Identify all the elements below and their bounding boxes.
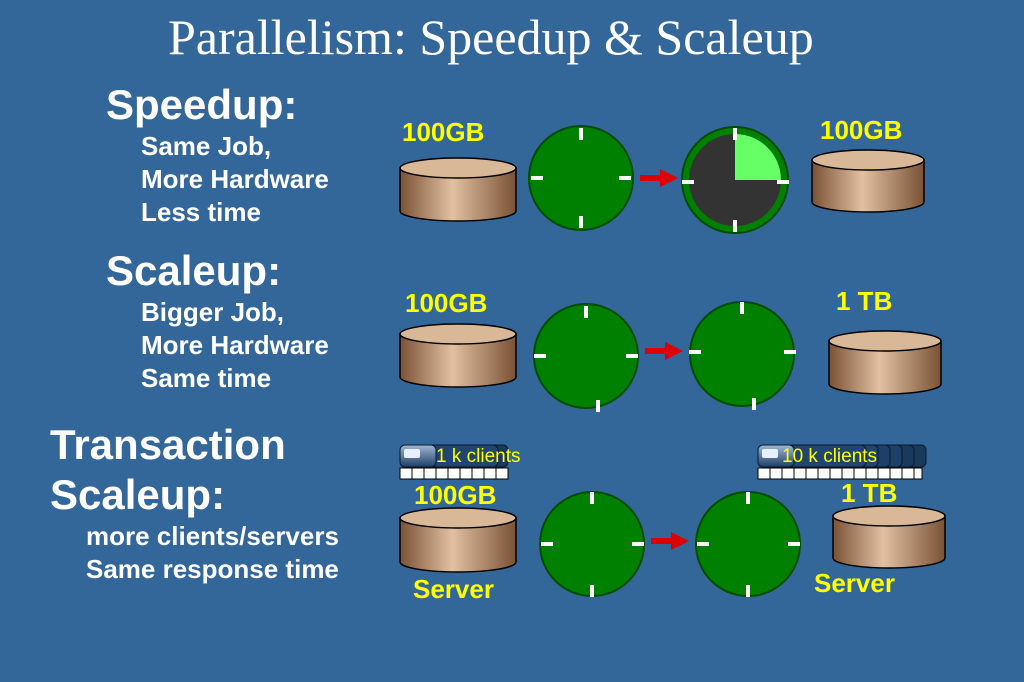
scaleup-arrow-icon — [645, 342, 683, 360]
transaction-right-server-label: Server — [814, 568, 895, 598]
transaction-left-server-label: Server — [413, 574, 494, 604]
right-clients-label: 10 k clients — [782, 446, 878, 467]
scaleup-heading: Scaleup: — [106, 247, 282, 294]
transaction-left-size-label: 100GB — [414, 480, 497, 510]
speedup-left-disk — [399, 157, 517, 222]
transaction-arrow-icon — [651, 532, 689, 550]
transaction-left-disk — [399, 507, 517, 573]
speedup-line-1: Same Job, — [141, 131, 272, 161]
scaleup-right-size-label: 1 TB — [836, 286, 893, 316]
transaction-line-1: more clients/servers — [86, 521, 339, 551]
speedup-left-size-label: 100GB — [402, 117, 485, 147]
transaction-left-clock-icon — [539, 491, 645, 597]
speedup-right-disk — [811, 149, 925, 213]
transaction-heading-line-2: Scaleup: — [50, 471, 226, 518]
speedup-arrow-icon — [640, 169, 678, 187]
transaction-description: more clients/servers Same response time — [86, 520, 339, 586]
scaleup-line-1: Bigger Job, — [141, 297, 285, 327]
speedup-right-size-label: 100GB — [820, 115, 903, 145]
scaleup-right-disk — [828, 330, 942, 395]
scaleup-right-clock-icon — [689, 301, 796, 410]
scaleup-left-clock-icon — [533, 303, 639, 412]
speedup-description: Same Job, More Hardware Less time — [141, 130, 329, 229]
speedup-heading: Speedup: — [106, 81, 298, 128]
transaction-right-disk — [832, 505, 946, 569]
speedup-left-clock-icon — [528, 125, 634, 231]
transaction-heading-line-1: Transaction — [50, 421, 286, 468]
scaleup-line-3: Same time — [141, 363, 272, 393]
slide-title: Parallelism: Speedup & Scaleup — [168, 9, 814, 65]
scaleup-description: Bigger Job, More Hardware Same time — [141, 296, 329, 395]
left-clients-label: 1 k clients — [436, 446, 521, 467]
scaleup-line-2: More Hardware — [141, 330, 329, 360]
speedup-right-clock-icon — [681, 126, 789, 234]
transaction-right-size-label: 1 TB — [841, 478, 898, 508]
scaleup-left-size-label: 100GB — [405, 288, 488, 318]
speedup-line-3: Less time — [141, 197, 261, 227]
elapsed-time-wedge — [735, 134, 781, 180]
left-clients-computer-icon — [399, 444, 509, 480]
scaleup-left-disk — [399, 323, 517, 388]
right-clients-computer-icon — [757, 444, 927, 480]
transaction-right-clock-icon — [695, 491, 801, 597]
speedup-line-2: More Hardware — [141, 164, 329, 194]
transaction-line-2: Same response time — [86, 554, 339, 584]
